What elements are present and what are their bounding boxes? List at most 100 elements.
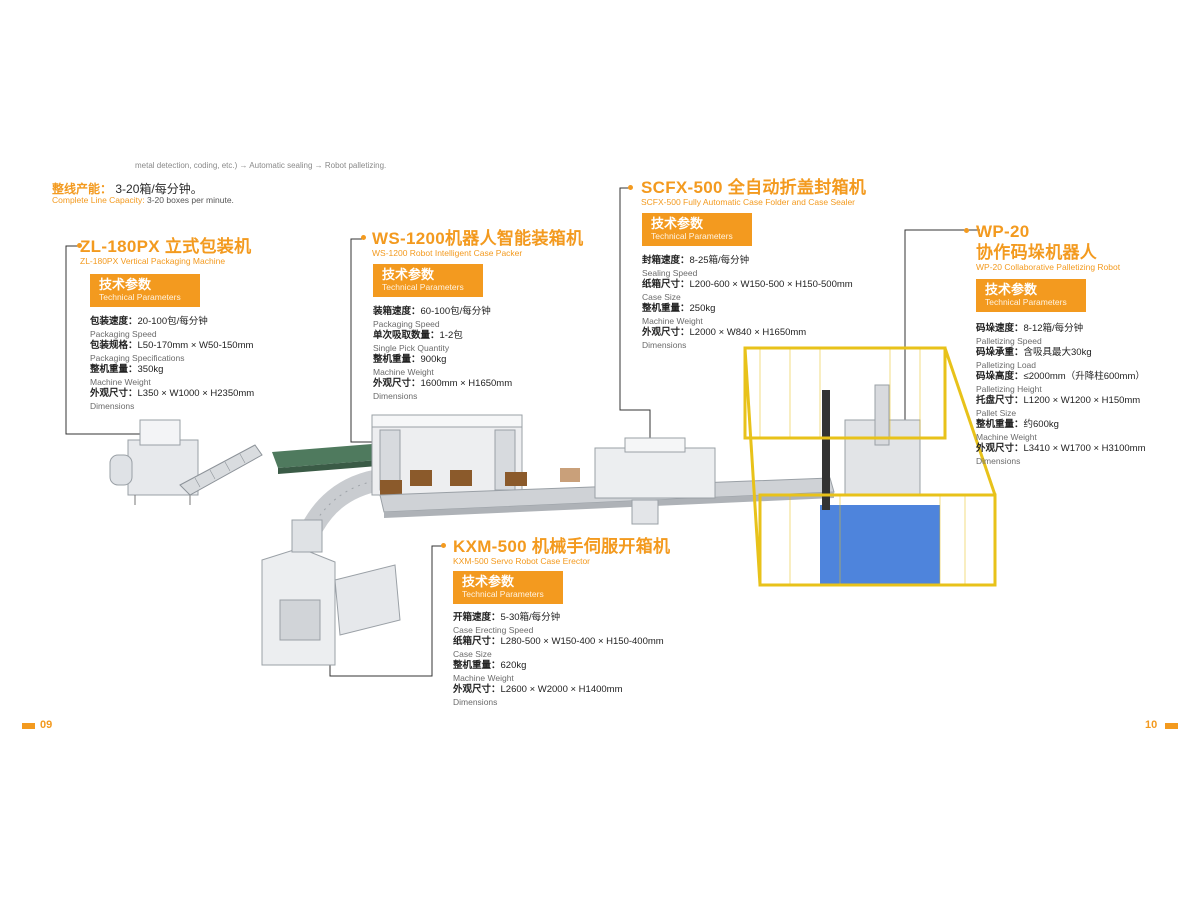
line-capacity-en-value: 3-20 boxes per minute. (146, 195, 234, 205)
spec-en: Pallet Size (976, 408, 1017, 418)
spec-value: 1-2包 (439, 330, 463, 341)
spec-en: Sealing Speed (642, 268, 698, 278)
spec-value: 20-100包/每分钟 (137, 316, 208, 327)
spec-value: L1200 × W1200 × H150mm (1023, 395, 1141, 406)
kxm-machine-graphic (261, 519, 401, 666)
spec-en: Packaging Speed (373, 319, 440, 329)
badge-en: Technical Parameters (651, 231, 733, 241)
spec-label: 整机重量： (453, 660, 501, 671)
machine-block-ws: WS-1200机器人智能装箱机 WS-1200 Robot Intelligen… (372, 229, 583, 258)
spec-value: L280-500 × W150-400 × H150-400mm (500, 636, 664, 647)
spec-item: 纸箱尺寸：L200-600 × W150-500 × H150-500mm (642, 279, 853, 291)
machine-subtitle: KXM-500 Servo Robot Case Erector (453, 556, 591, 566)
spec-label: 外观尺寸： (453, 684, 501, 695)
machine-block-zl: ZL-180PX 立式包装机 ZL-180PX Vertical Packagi… (80, 237, 251, 266)
spec-label: 装箱速度： (373, 306, 421, 317)
spec-item: 装箱速度：60-100包/每分钟 (373, 306, 512, 318)
spec-value: ≤2000mm（升降柱600mm） (1023, 371, 1145, 382)
spec-value: 8-12箱/每分钟 (1023, 323, 1084, 334)
spec-en: Palletizing Height (976, 384, 1042, 394)
badge-en: Technical Parameters (99, 292, 181, 302)
tech-params-badge: 技术参数 Technical Parameters (453, 571, 563, 604)
spec-value: 含吸具最大30kg (1023, 347, 1092, 358)
spec-en: Dimensions (90, 401, 135, 411)
spec-en: Case Erecting Speed (453, 625, 534, 635)
spec-label: 码垛承重： (976, 347, 1024, 358)
spec-list-scfx: 封箱速度：8-25箱/每分钟 Sealing Speed 纸箱尺寸：L200-6… (642, 255, 853, 351)
bullet-dot (441, 543, 446, 548)
spec-label: 外观尺寸： (90, 388, 138, 399)
spec-item: 码垛承重：含吸具最大30kg (976, 347, 1146, 359)
spec-en: Dimensions (976, 456, 1021, 466)
spec-value: L200-600 × W150-500 × H150-500mm (689, 279, 853, 290)
spec-label: 纸箱尺寸： (642, 279, 690, 290)
spec-item: 整机重量：250kg (642, 303, 853, 315)
spec-value: L2000 × W840 × H1650mm (689, 327, 807, 338)
spec-item: 外观尺寸：L2600 × W2000 × H1400mm (453, 684, 664, 696)
spec-item: 整机重量：900kg (373, 354, 512, 366)
spec-label: 码垛速度： (976, 323, 1024, 334)
spec-item: 码垛高度：≤2000mm（升降柱600mm） (976, 371, 1146, 383)
machine-title: WP-20 (976, 222, 1030, 241)
machine-subtitle: ZL-180PX Vertical Packaging Machine (80, 256, 226, 266)
spec-en: Machine Weight (453, 673, 514, 683)
line-capacity-cn: 整线产能： 3-20箱/每分钟。 (52, 180, 203, 197)
page-number-right: 10 (1145, 719, 1158, 731)
spec-value: 350kg (137, 364, 164, 375)
badge-en: Technical Parameters (985, 297, 1067, 307)
zl-machine-graphic (109, 419, 263, 505)
badge-cn: 技术参数 (382, 267, 435, 282)
spec-en: Case Size (453, 649, 492, 659)
spec-en: Dimensions (642, 340, 687, 350)
process-note: metal detection, coding, etc.) → Automat… (135, 161, 387, 170)
spec-label: 整机重量： (373, 354, 421, 365)
ws-machine-graphic (371, 414, 523, 496)
machine-subtitle: SCFX-500 Fully Automatic Case Folder and… (641, 197, 856, 207)
spec-en: Machine Weight (976, 432, 1037, 442)
spec-label: 整机重量： (976, 419, 1024, 430)
page-marker-left (22, 723, 35, 729)
spec-value: 250kg (689, 303, 716, 314)
machine-subtitle: WP-20 Collaborative Palletizing Robot (976, 262, 1121, 272)
spec-label: 整机重量： (642, 303, 690, 314)
spec-label: 外观尺寸： (976, 443, 1024, 454)
spec-label: 包装速度： (90, 316, 138, 327)
machine-block-kxm: KXM-500 机械手伺服开箱机 KXM-500 Servo Robot Cas… (453, 537, 670, 566)
spec-value: L350 × W1000 × H2350mm (137, 388, 255, 399)
badge-cn: 技术参数 (651, 216, 704, 231)
line-capacity-en-label: Complete Line Capacity: (52, 195, 145, 205)
line-capacity-value: 3-20箱/每分钟。 (115, 182, 203, 196)
badge-cn: 技术参数 (462, 574, 515, 589)
tech-params-badge: 技术参数 Technical Parameters (373, 264, 483, 297)
spec-en: Dimensions (373, 391, 418, 401)
spec-value: 60-100包/每分钟 (420, 306, 491, 317)
leader-lines (65, 187, 980, 677)
tech-params-badge: 技术参数 Technical Parameters (642, 213, 752, 246)
page-number-left: 09 (40, 719, 53, 731)
spec-item: 外观尺寸：1600mm × H1650mm (373, 378, 512, 390)
spec-value: 5-30箱/每分钟 (500, 612, 561, 623)
machine-title-line2: 协作码垛机器人 (976, 243, 1098, 262)
spec-list-zl: 包装速度：20-100包/每分钟 Packaging Speed 包装规格：L5… (90, 316, 254, 412)
spec-list-ws: 装箱速度：60-100包/每分钟 Packaging Speed 单次吸取数量：… (373, 306, 512, 402)
spec-value: 1600mm × H1650mm (420, 378, 513, 389)
spec-item: 整机重量：约600kg (976, 419, 1146, 431)
spec-label: 整机重量： (90, 364, 138, 375)
spec-value: 900kg (420, 354, 447, 365)
spec-value: 约600kg (1023, 419, 1059, 430)
spec-item: 外观尺寸：L350 × W1000 × H2350mm (90, 388, 254, 400)
badge-cn: 技术参数 (985, 282, 1038, 297)
line-capacity-label: 整线产能： (52, 182, 113, 196)
spec-label: 包装规格： (90, 340, 138, 351)
spec-list-kxm: 开箱速度：5-30箱/每分钟 Case Erecting Speed 纸箱尺寸：… (453, 612, 664, 708)
bullet-dot (77, 243, 82, 248)
bullet-dot (361, 235, 366, 240)
spec-list-wp: 码垛速度：8-12箱/每分钟 Palletizing Speed 码垛承重：含吸… (976, 323, 1146, 467)
bullet-dot (964, 228, 969, 233)
spec-item: 托盘尺寸：L1200 × W1200 × H150mm (976, 395, 1146, 407)
spec-item: 包装规格：L50-170mm × W50-150mm (90, 340, 254, 352)
spec-en: Palletizing Load (976, 360, 1037, 370)
spec-en: Machine Weight (373, 367, 434, 377)
spec-value: L3410 × W1700 × H3100mm (1023, 443, 1146, 454)
spec-value: L50-170mm × W50-150mm (137, 340, 254, 351)
